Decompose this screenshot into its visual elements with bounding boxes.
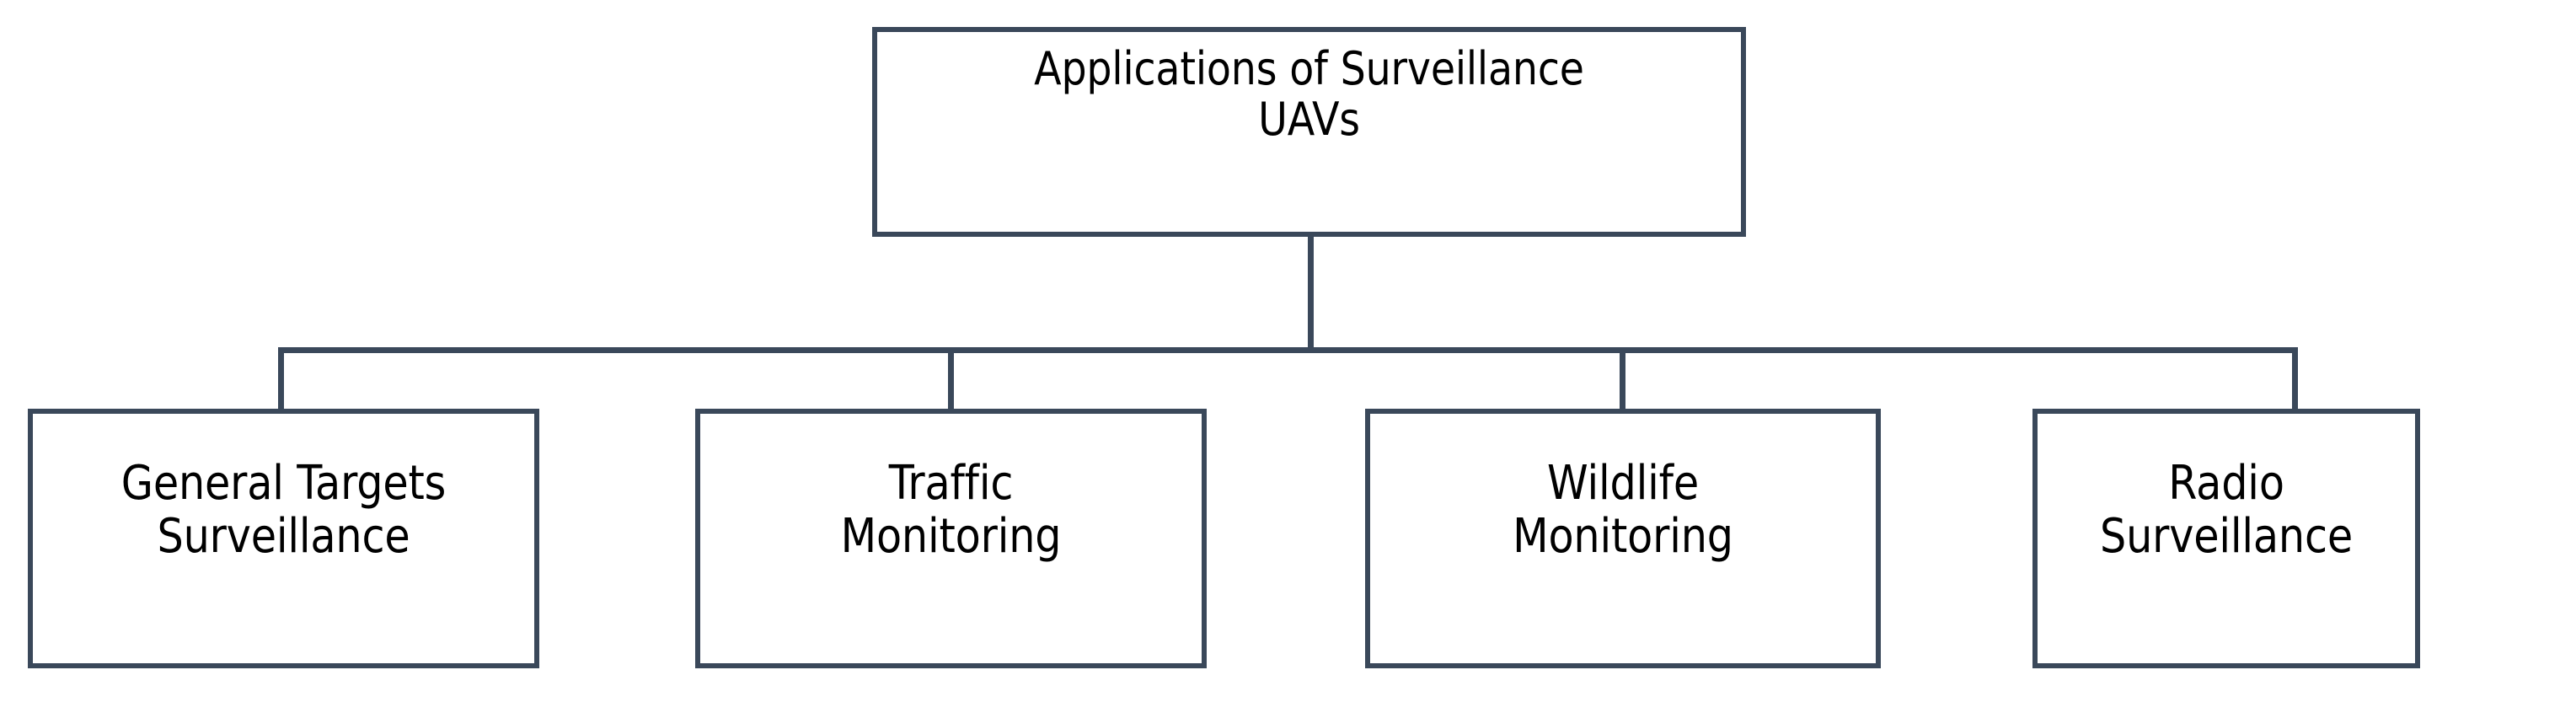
node-radio-surveillance[interactable]: Radio Surveillance — [2032, 409, 2420, 668]
node-applications-of-surveillance-uavs[interactable]: Applications of Surveillance UAVs — [872, 27, 1746, 237]
connector-drop-traffic-monitoring — [948, 347, 954, 411]
node-general-targets-surveillance[interactable]: General Targets Surveillance — [28, 409, 539, 668]
connector-drop-wildlife-monitoring — [1620, 347, 1625, 411]
connector-root-stem — [1308, 237, 1314, 353]
connector-drop-general-targets-surveillance — [278, 347, 284, 411]
connector-horizontal-bus — [278, 347, 2298, 353]
node-traffic-monitoring[interactable]: Traffic Monitoring — [695, 409, 1207, 668]
node-label-radio-surveillance: Radio Surveillance — [2099, 456, 2354, 564]
node-label-wildlife-monitoring: Wildlife Monitoring — [1513, 456, 1733, 564]
node-wildlife-monitoring[interactable]: Wildlife Monitoring — [1365, 409, 1881, 668]
connector-drop-radio-surveillance — [2292, 347, 2298, 411]
node-label-general-targets-surveillance: General Targets Surveillance — [120, 456, 447, 564]
node-label-traffic-monitoring: Traffic Monitoring — [840, 456, 1062, 564]
node-label-root: Applications of Surveillance UAVs — [1034, 42, 1584, 147]
